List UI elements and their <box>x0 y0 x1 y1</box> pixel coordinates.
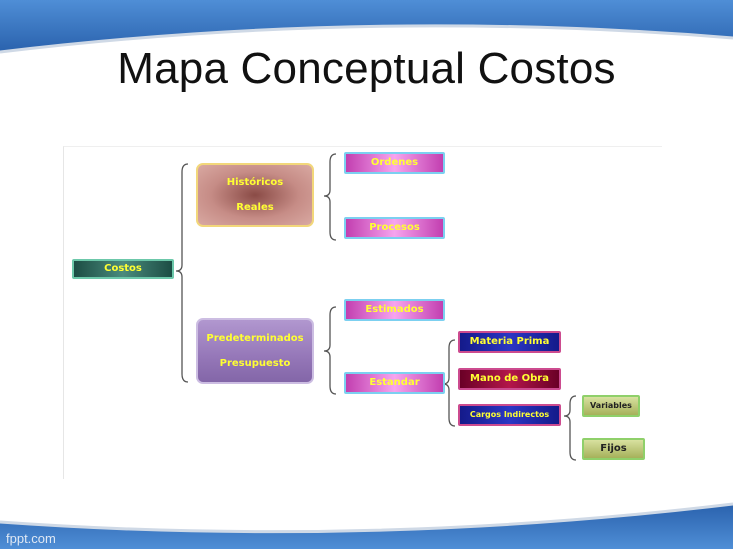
node-presupuesto-label: Presupuesto <box>219 358 291 369</box>
node-ordenes: Ordenes <box>344 152 445 174</box>
slide-title: Mapa Conceptual Costos <box>117 44 616 93</box>
node-costos: Costos <box>72 259 174 279</box>
node-cargos-indirectos: Cargos Indirectos <box>458 404 561 426</box>
node-estandar: Estandar <box>344 372 445 394</box>
node-materia-prima: Materia Prima <box>458 331 561 353</box>
node-estimados: Estimados <box>344 299 445 321</box>
header-wave-band <box>0 0 733 54</box>
node-fijos: Fijos <box>582 438 645 460</box>
node-procesos: Procesos <box>344 217 445 239</box>
node-predeterminados-label: Predeterminados <box>206 332 304 344</box>
node-mano-de-obra: Mano de Obra <box>458 368 561 390</box>
node-predeterminados-presupuesto: Predeterminados Presupuesto <box>196 318 314 384</box>
node-historicos-label: Históricos <box>226 176 284 188</box>
node-reales-label: Reales <box>236 202 274 213</box>
node-variables: Variables <box>582 395 640 417</box>
node-historicos-reales: Históricos Reales <box>196 163 314 227</box>
footer-watermark: fppt.com <box>6 531 56 546</box>
footer-wave-band <box>0 502 733 549</box>
